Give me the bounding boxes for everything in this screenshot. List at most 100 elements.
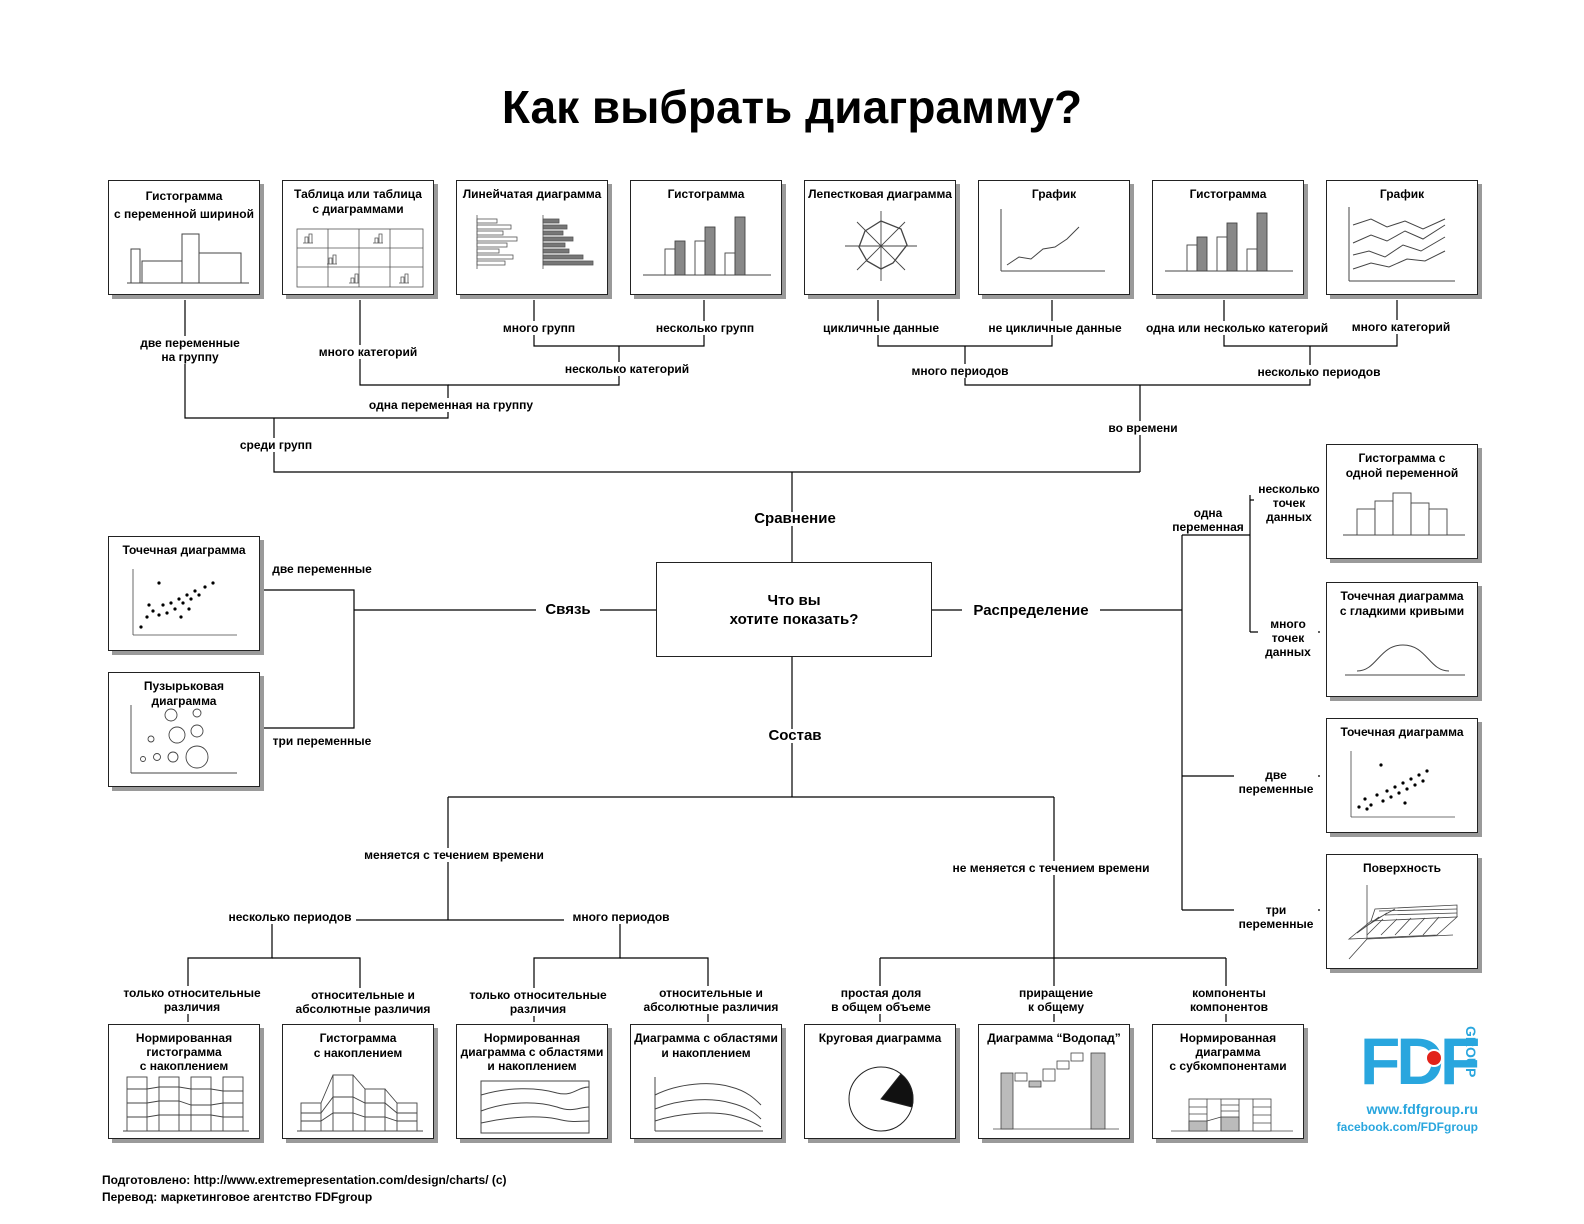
normalized-stacked-column-icon [123, 1076, 249, 1132]
card-title: Нормированная диаграмма с областями и на… [460, 1031, 604, 1073]
card-title: Гистограмма с одной переменной [1345, 451, 1459, 480]
table-with-charts-icon [296, 228, 424, 288]
pie-chart-icon [848, 1066, 914, 1132]
label-many-groups: много групп [492, 321, 586, 335]
card-bar-chart: Линейчатая диаграмма [456, 180, 608, 295]
label-few-periods: несколько периодов [1254, 365, 1384, 379]
stacked-column-icon [297, 1074, 423, 1132]
card-variable-width-histogram: Гистограмма с переменной шириной [108, 180, 260, 295]
smooth-curve-icon [1345, 644, 1465, 676]
waterfall-chart-icon [993, 1052, 1119, 1130]
category-distribution: Распределение [962, 603, 1100, 618]
card-stacked-column: Гистограмма с накоплением [282, 1024, 434, 1139]
card-title: Диаграмма “Водопад” [987, 1031, 1121, 1045]
fdf-group-logo: FDF GROUP [1360, 1024, 1478, 1092]
label-cyclic-data: цикличные данные [818, 321, 944, 335]
label-dist-two-variables: две переменные [1234, 768, 1318, 796]
card-title: Нормированная диаграмма с субкомпонентам… [1169, 1031, 1287, 1073]
card-title: Диаграмма с областями и накоплением [634, 1031, 778, 1060]
card-title: График [1031, 187, 1077, 201]
card-column-chart: Гистограмма [630, 180, 782, 295]
multi-line-chart-icon [1348, 207, 1455, 282]
card-waterfall-chart: Диаграмма “Водопад” [978, 1024, 1130, 1139]
card-normalized-subcomponents: Нормированная диаграмма с субкомпонентам… [1152, 1024, 1304, 1139]
label-one-or-few-categories: одна или несколько категорий [1144, 321, 1329, 335]
label-three-variables: три переменные [268, 734, 376, 748]
surface-chart-icon [1347, 885, 1459, 960]
label-many-categories: много категорий [312, 345, 424, 359]
label-rel-abs-1: относительные и абсолютные различия [290, 988, 436, 1016]
label-changes-over-time: меняется с течением времени [362, 848, 546, 862]
stacked-area-icon [654, 1077, 763, 1132]
variable-width-histogram-icon [127, 233, 249, 284]
category-relationship: Связь [536, 602, 600, 617]
label-rel-abs-2: относительные и абсолютные различия [638, 986, 784, 1014]
card-title: Точечная диаграмма с гладкими кривыми [1339, 589, 1465, 618]
card-title: График [1379, 187, 1425, 201]
card-title: Точечная диаграмма [122, 543, 246, 557]
footer-credits: Подготовлено: http://www.extremepresenta… [102, 1172, 507, 1206]
logo-dot [1425, 1049, 1443, 1067]
label-many-periods: много периодов [904, 364, 1016, 378]
bubble-chart-icon [130, 705, 237, 774]
card-title: Таблица или таблица с диаграммами [294, 187, 422, 216]
label-two-vars-per-group: две переменные на группу [126, 336, 254, 364]
label-few-groups: несколько групп [650, 321, 760, 335]
card-single-variable-histogram: Гистограмма с одной переменной [1326, 444, 1478, 559]
card-normalized-stacked-area: Нормированная диаграмма с областями и на… [456, 1024, 608, 1139]
card-scatter-plot: Точечная диаграмма [108, 536, 260, 651]
label-increment: приращение к общему [1010, 986, 1102, 1014]
card-title: Линейчатая диаграмма [462, 187, 602, 201]
label-dist-three-variables: три переменные [1234, 903, 1318, 931]
page-title: Как выбрать диаграмму? [501, 81, 1083, 133]
card-line-chart: График [978, 180, 1130, 295]
label-comp-few-periods: несколько периодов [224, 910, 356, 924]
label-simple-share: простая доля в общем объеме [826, 986, 936, 1014]
label-one-var-per-group: одна переменная на группу [362, 398, 540, 412]
logo-group-text: GROUP [1463, 1026, 1478, 1077]
website-link[interactable]: www.fdfgroup.ru [1366, 1101, 1478, 1117]
card-scatter-plot-2: Точечная диаграмма [1326, 718, 1478, 833]
card-bubble-chart: Пузырьковая диаграмма [108, 672, 260, 787]
card-radar-chart: Лепестковая диаграмма [804, 180, 956, 295]
line-chart-icon [1000, 209, 1105, 272]
card-pie-chart: Круговая диаграмма [804, 1024, 956, 1139]
label-one-variable: одна переменная [1170, 506, 1246, 534]
card-title: Поверхность [1362, 861, 1442, 875]
logo-text: FDF [1360, 1024, 1478, 1092]
card-table-with-charts: Таблица или таблица с диаграммами [282, 180, 434, 295]
brand-links: www.fdfgroup.ru facebook.com/FDFgroup [1300, 1100, 1478, 1136]
card-scatter-smooth-curves: Точечная диаграмма с гладкими кривыми [1326, 582, 1478, 697]
label-two-variables: две переменные [268, 562, 376, 576]
label-few-data-points: несколько точек данных [1254, 482, 1324, 524]
footer-source: Подготовлено: http://www.extremepresenta… [102, 1173, 507, 1187]
label-many-categories-2: много категорий [1348, 320, 1454, 334]
label-few-categories: несколько категорий [560, 362, 694, 376]
card-title: Гистограмма [667, 187, 745, 201]
center-question: Что вы хотите показать? [656, 562, 932, 657]
card-title: Круговая диаграмма [818, 1031, 942, 1045]
card-title: Точечная диаграмма [1340, 725, 1464, 739]
scatter-plot-icon [1350, 751, 1455, 818]
label-over-time: во времени [1104, 421, 1182, 435]
column-chart-icon [643, 216, 771, 276]
label-not-changes-over-time: не меняется с течением времени [946, 861, 1156, 875]
card-title: Гистограмма с накоплением [313, 1031, 403, 1060]
footer-translation: Перевод: маркетинговое агентство FDFgrou… [102, 1190, 373, 1204]
scatter-plot-icon [132, 569, 237, 636]
label-noncyclic-data: не цикличные данные [984, 321, 1126, 335]
label-only-relative-1: только относительные различия [118, 986, 266, 1014]
card-title: Гистограмма с переменной шириной [114, 189, 254, 221]
card-title: Лепестковая диаграмма [808, 187, 952, 201]
label-only-relative-2: только относительные различия [464, 988, 612, 1016]
card-title: Пузырьковая диаграмма [143, 679, 225, 708]
normalized-stacked-area-icon [480, 1080, 590, 1134]
category-comparison: Сравнение [740, 511, 850, 526]
card-normalized-stacked-column: Нормированная гистограмма с накоплением [108, 1024, 260, 1139]
facebook-link[interactable]: facebook.com/FDFgroup [1336, 1120, 1478, 1134]
card-title: Гистограмма [1189, 187, 1267, 201]
card-multi-line-chart: График [1326, 180, 1478, 295]
card-column-chart-2: Гистограмма [1152, 180, 1304, 295]
category-composition: Состав [760, 728, 830, 743]
single-variable-histogram-icon [1343, 492, 1465, 536]
